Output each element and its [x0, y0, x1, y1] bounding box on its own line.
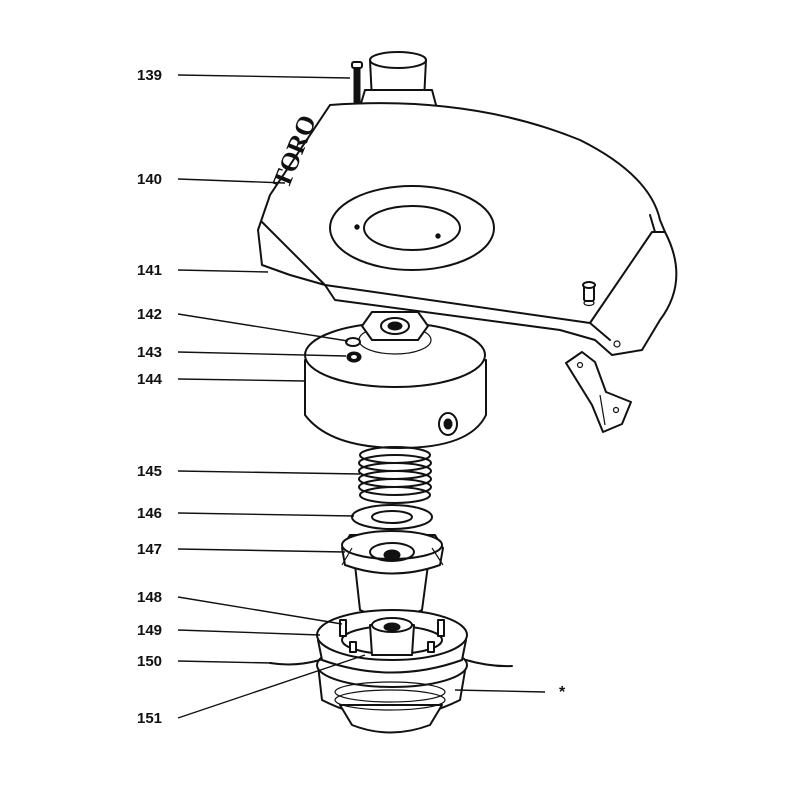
callout-146: 146	[137, 505, 162, 522]
spring-145	[358, 446, 432, 504]
mounting-clip	[565, 351, 632, 433]
motor-housing-144	[304, 311, 487, 449]
callout-141: 141	[137, 262, 162, 279]
callout-151: 151	[137, 710, 162, 727]
callout-labels: 139 140 141 142 143 144 145 146 147 148 …	[137, 67, 566, 727]
callout-140: 140	[137, 171, 162, 188]
callout-142: 142	[137, 306, 162, 323]
callout-150: 150	[137, 653, 162, 670]
nut-143	[346, 351, 362, 363]
deflector-guard: TORO	[257, 102, 678, 356]
callout-147: 147	[137, 541, 162, 558]
spool-assembly	[269, 609, 513, 734]
callout-139: 139	[137, 67, 162, 84]
callout-144: 144	[137, 371, 163, 388]
callout-145: 145	[137, 463, 162, 480]
screw-139	[351, 61, 363, 107]
washer-142	[345, 337, 361, 347]
asterisk-note: *	[559, 684, 566, 701]
washer-146	[351, 504, 433, 530]
spool-hub-147	[341, 530, 444, 619]
callout-149: 149	[137, 622, 162, 639]
callout-148: 148	[137, 589, 162, 606]
leader-lines	[177, 74, 546, 719]
callout-143: 143	[137, 344, 162, 361]
